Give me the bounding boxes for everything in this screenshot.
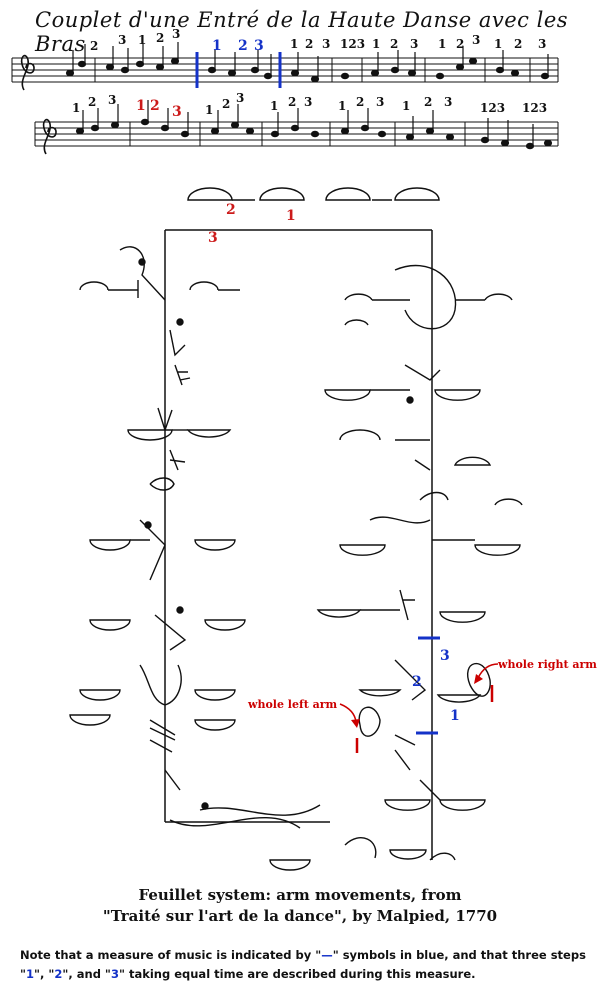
- svg-text:1: 1: [72, 101, 80, 115]
- dance-path: [165, 230, 432, 860]
- svg-text:3: 3: [304, 95, 312, 109]
- svg-text:2: 2: [514, 37, 522, 51]
- svg-text:2: 2: [288, 95, 296, 109]
- svg-text:1: 1: [270, 99, 278, 113]
- svg-text:3: 3: [108, 93, 116, 107]
- svg-text:3: 3: [172, 27, 180, 41]
- svg-text:1: 1: [136, 98, 146, 114]
- arrow-left-arm: [340, 704, 356, 722]
- svg-text:123: 123: [340, 37, 365, 51]
- svg-text:1: 1: [372, 37, 380, 51]
- top-red-3: 3: [208, 230, 218, 246]
- svg-text:3: 3: [538, 37, 546, 51]
- blue-step-2: 2: [412, 674, 422, 690]
- arm-arcs-top: [188, 188, 439, 200]
- staff-2-fingering-red: 1 2 3: [136, 98, 182, 120]
- svg-text:3: 3: [236, 91, 244, 105]
- step-glyphs-right: [318, 266, 522, 860]
- svg-text:2: 2: [222, 97, 230, 111]
- svg-text:3: 3: [172, 104, 182, 120]
- svg-text:123: 123: [522, 101, 547, 115]
- svg-text:2: 2: [356, 95, 364, 109]
- caption-line-1: Feuillet system: arm movements, from: [0, 885, 600, 906]
- svg-text:2: 2: [90, 39, 98, 53]
- note-step-3: 3: [111, 967, 119, 981]
- staff-1-fingering-blue: 1 2 3: [212, 38, 264, 54]
- note-sep-2: ", and ": [62, 967, 111, 981]
- label-whole-right-arm: whole right arm: [497, 658, 597, 671]
- svg-text:3: 3: [118, 33, 126, 47]
- blue-step-3: 3: [440, 648, 450, 664]
- top-red-1: 1: [286, 208, 296, 224]
- svg-text:2: 2: [150, 98, 160, 114]
- svg-text:2: 2: [456, 37, 464, 51]
- svg-text:1: 1: [138, 33, 146, 47]
- top-red-2: 2: [226, 202, 236, 218]
- svg-text:2: 2: [156, 31, 164, 45]
- svg-text:2: 2: [238, 38, 248, 54]
- note-part-1: Note that a measure of music is indicate…: [20, 948, 321, 962]
- arrowhead-left-arm: [351, 719, 360, 728]
- svg-text:1: 1: [212, 38, 222, 54]
- treble-clef-1: [22, 56, 34, 90]
- note-symbol: —: [321, 948, 333, 962]
- svg-text:1: 1: [494, 37, 502, 51]
- measure-note: Note that a measure of music is indicate…: [20, 946, 595, 984]
- svg-text:1: 1: [338, 99, 346, 113]
- svg-text:2: 2: [305, 37, 313, 51]
- treble-clef-2: [44, 120, 56, 154]
- caption-line-2: "Traité sur l'art de la dance", by Malpi…: [0, 906, 600, 927]
- svg-text:3: 3: [444, 95, 452, 109]
- arrow-right-arm: [478, 664, 498, 678]
- svg-text:3: 3: [410, 37, 418, 51]
- svg-text:3: 3: [376, 95, 384, 109]
- svg-text:1: 1: [290, 37, 298, 51]
- blue-step-1: 1: [450, 708, 460, 724]
- svg-text:1: 1: [438, 37, 446, 51]
- figure-caption: Feuillet system: arm movements, from "Tr…: [0, 885, 600, 927]
- note-part-3: " taking equal time are described during…: [119, 967, 476, 981]
- step-glyphs-left: [70, 247, 376, 870]
- svg-text:123: 123: [480, 101, 505, 115]
- svg-text:3: 3: [472, 33, 480, 47]
- svg-text:1: 1: [402, 99, 410, 113]
- svg-text:2: 2: [390, 37, 398, 51]
- svg-text:2: 2: [424, 95, 432, 109]
- svg-text:1: 1: [205, 103, 213, 117]
- label-whole-left-arm: whole left arm: [247, 698, 338, 711]
- svg-text:3: 3: [322, 37, 330, 51]
- svg-text:3: 3: [254, 38, 264, 54]
- svg-text:2: 2: [88, 95, 96, 109]
- note-step-1: 1: [26, 967, 34, 981]
- note-sep-1: ", ": [34, 967, 54, 981]
